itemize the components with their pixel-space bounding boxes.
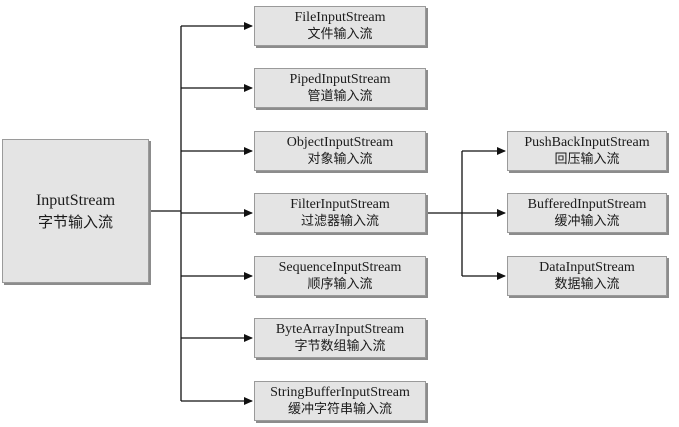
node-bytearrayinputstream: ByteArrayInputStream 字节数组输入流 (254, 318, 426, 358)
node-pushbackinputstream: PushBackInputStream 回压输入流 (507, 131, 667, 171)
node-label-zh: 数据输入流 (554, 276, 620, 292)
node-stringbufferinputstream: StringBufferInputStream 缓冲字符串输入流 (254, 381, 426, 421)
node-label-zh: 缓冲输入流 (554, 213, 620, 229)
node-fileinputstream: FileInputStream 文件输入流 (254, 6, 426, 46)
node-label-zh: 顺序输入流 (307, 276, 373, 292)
node-label-zh: 对象输入流 (307, 151, 373, 167)
node-objectinputstream: ObjectInputStream 对象输入流 (254, 131, 426, 171)
node-label-en: StringBufferInputStream (270, 385, 410, 401)
node-label-zh: 回压输入流 (554, 151, 620, 167)
node-inputstream: InputStream 字节输入流 (2, 139, 149, 283)
node-label-zh: 缓冲字符串输入流 (287, 401, 392, 417)
node-bufferedinputstream: BufferedInputStream 缓冲输入流 (507, 193, 667, 233)
node-label-zh: 过滤器输入流 (300, 213, 379, 229)
node-sequenceinputstream: SequenceInputStream 顺序输入流 (254, 256, 426, 296)
node-label-en: PushBackInputStream (524, 135, 650, 151)
node-pipedinputstream: PipedInputStream 管道输入流 (254, 68, 426, 108)
node-label-zh: 字节输入流 (37, 212, 113, 231)
node-label-en: PipedInputStream (289, 72, 391, 88)
node-label-en: SequenceInputStream (278, 260, 402, 276)
node-label-en: ObjectInputStream (286, 135, 394, 151)
node-filterinputstream: FilterInputStream 过滤器输入流 (254, 193, 426, 233)
node-label-en: FilterInputStream (290, 197, 390, 213)
node-label-en: ByteArrayInputStream (275, 322, 405, 338)
node-label-zh: 文件输入流 (307, 26, 373, 42)
node-label-en: BufferedInputStream (527, 197, 647, 213)
node-label-en: DataInputStream (539, 260, 635, 276)
node-datainputstream: DataInputStream 数据输入流 (507, 256, 667, 296)
node-label-en: FileInputStream (294, 10, 386, 26)
node-label-en: InputStream (35, 191, 116, 209)
node-label-zh: 字节数组输入流 (294, 338, 386, 354)
node-label-zh: 管道输入流 (307, 88, 373, 104)
